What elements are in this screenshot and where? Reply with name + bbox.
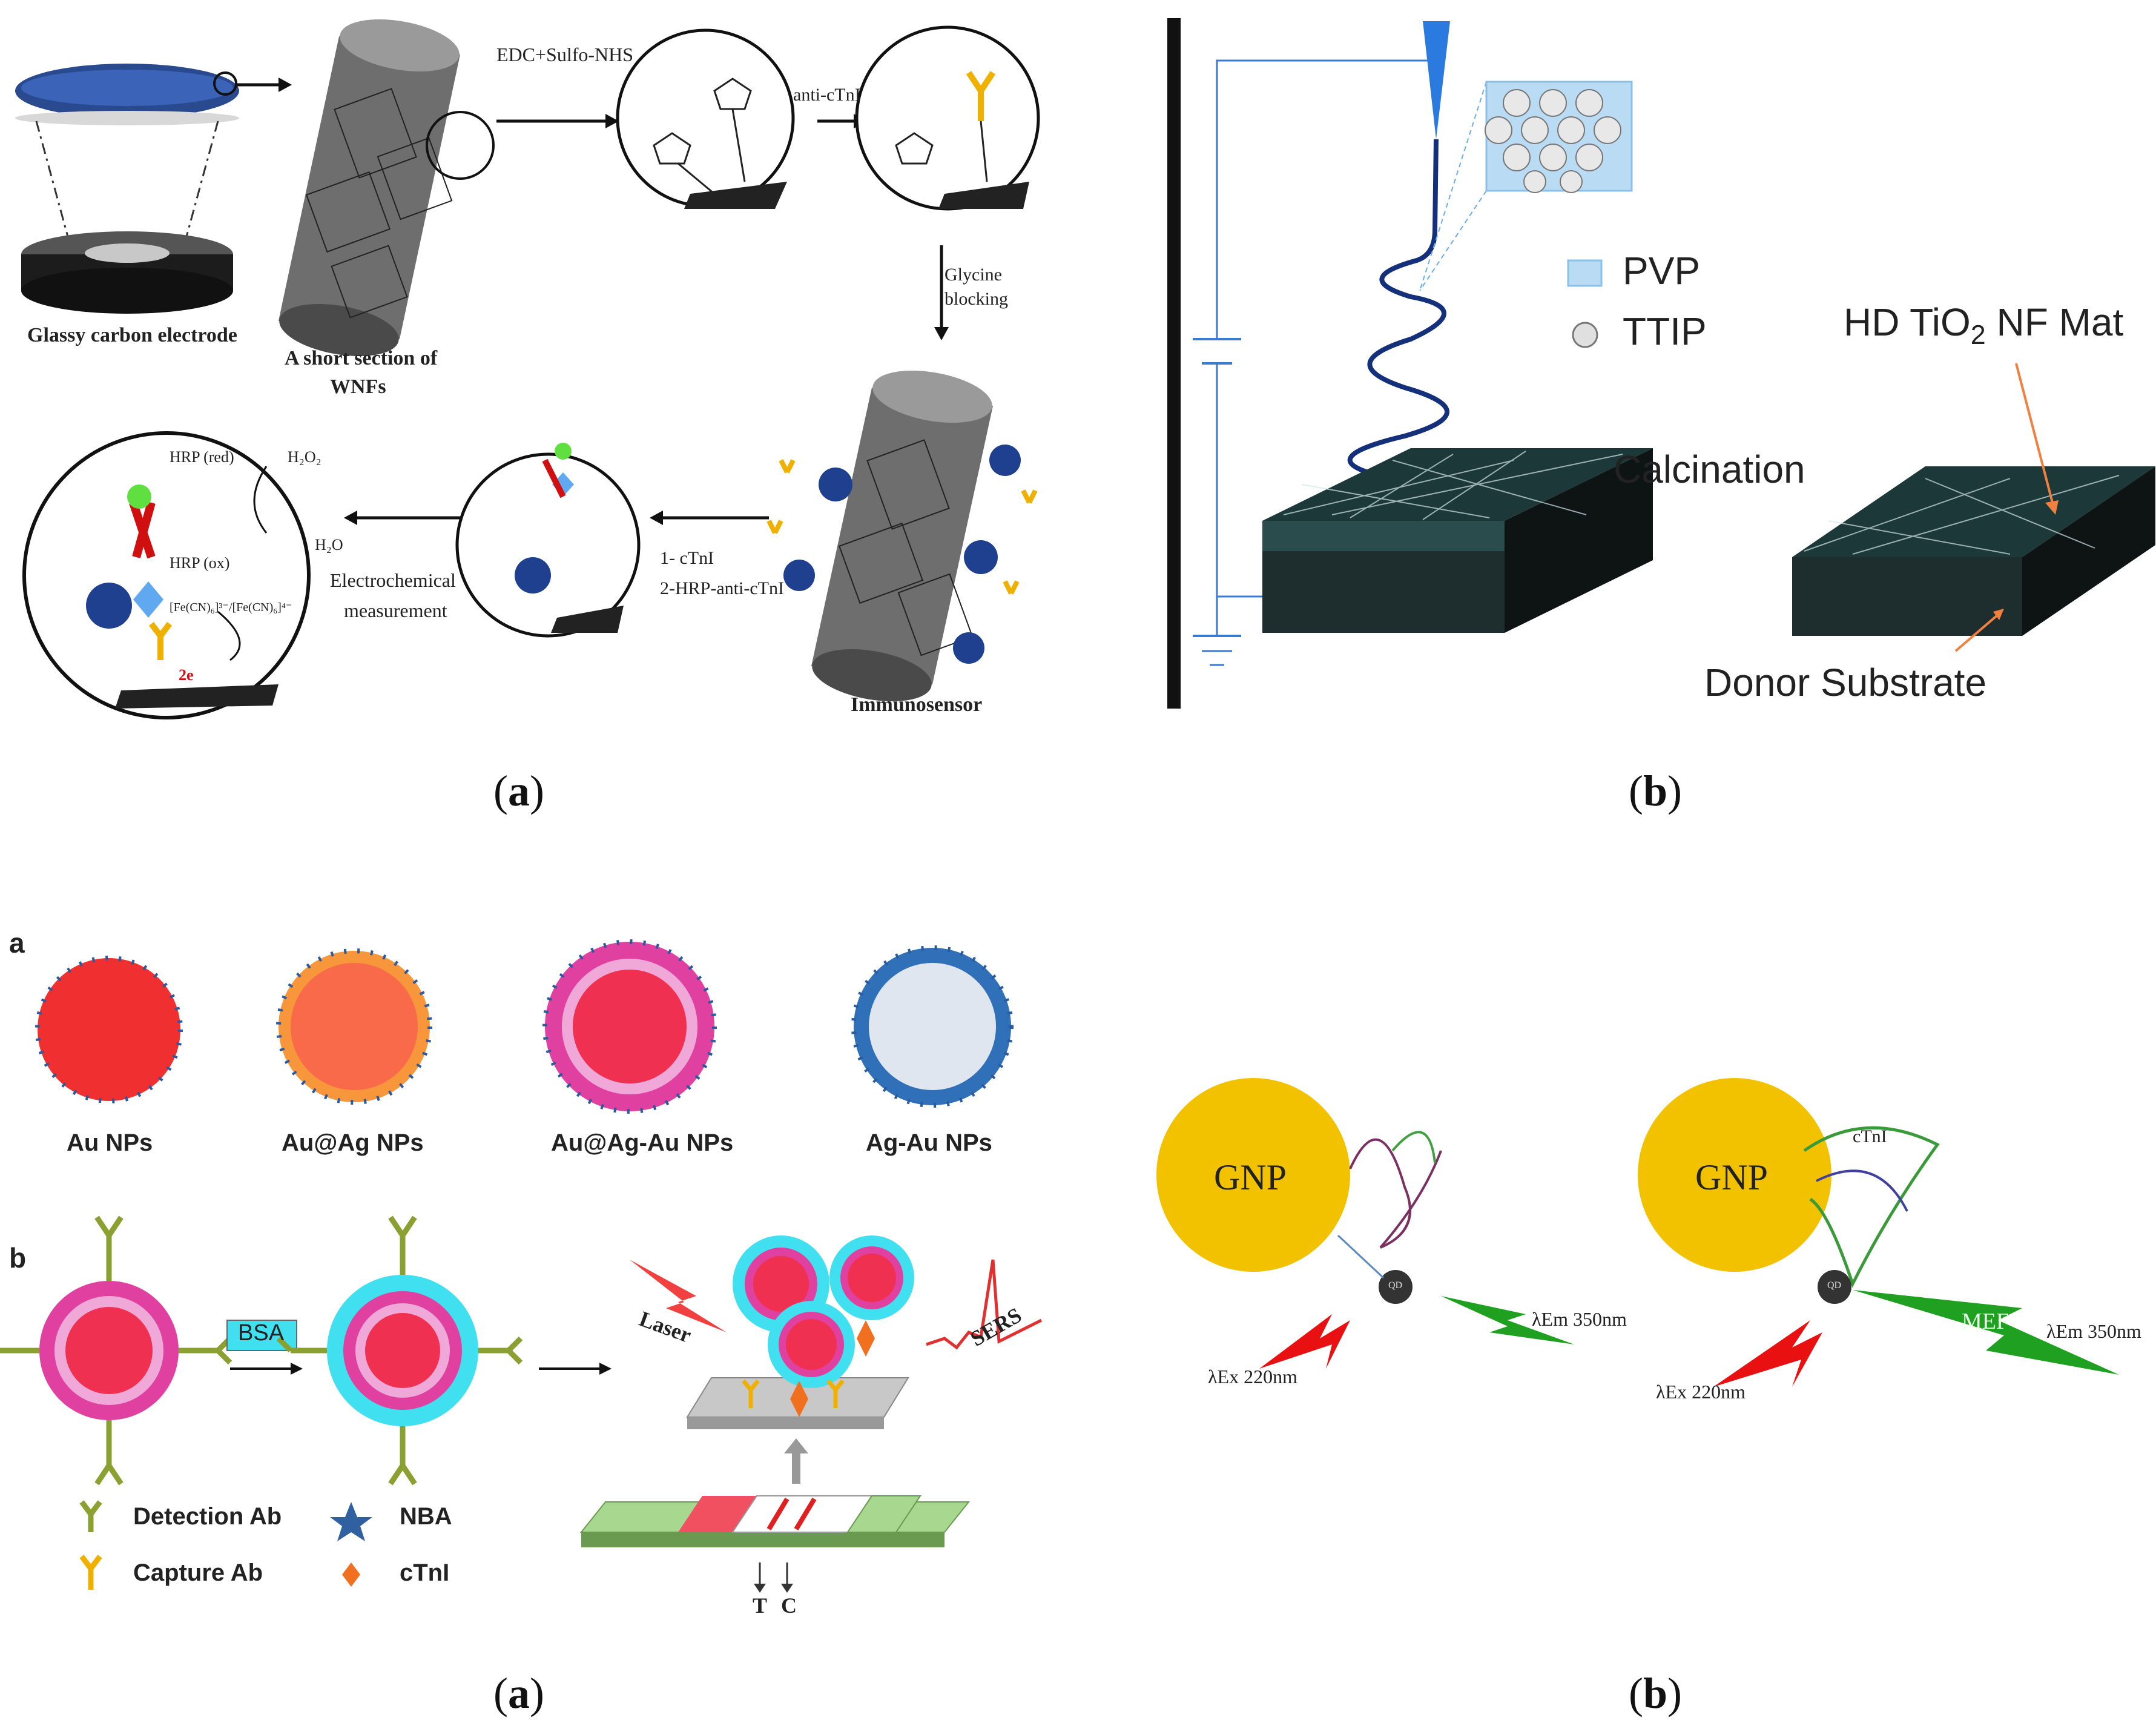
au-ag-np-label: Au@Ag NPs <box>282 1129 424 1156</box>
collector-plate <box>1167 18 1181 709</box>
gnp-left-icon <box>1156 1078 1350 1272</box>
detection-ab-legend-icon <box>79 1500 102 1532</box>
mef-label: MEF <box>1962 1309 2009 1334</box>
calcination-label: Calcination <box>1614 448 1805 491</box>
emission-right-label: λEm 350nm <box>2046 1320 2141 1342</box>
panel-bottom-b: GNP GNP QD QD λEx 220nm λEm 350nm λEx 22… <box>1150 1030 2156 1514</box>
sandwich-complex-circle <box>455 452 641 638</box>
step-2-label: 2-HRP-anti-cTnI <box>660 578 784 598</box>
antibody-immobilized-circle <box>855 25 1040 211</box>
laser-bolt-icon <box>630 1260 727 1332</box>
emission-bolt-right <box>1853 1290 2119 1375</box>
short-section-label-1: A short section of <box>285 347 438 369</box>
spinneret-icon <box>1423 21 1450 139</box>
immunosensor-label: Immunosensor <box>851 693 983 716</box>
panel-top-b: PVP TTIP HD TiO2 NF Mat Calcination Dono… <box>1150 0 2156 763</box>
ttip-label: TTIP <box>1623 309 1707 353</box>
electrochemical-label-2: measurement <box>344 600 447 621</box>
detection-mechanism-circle <box>22 431 311 719</box>
row-b-label: b <box>9 1242 27 1274</box>
strip-c-label: C <box>781 1593 797 1618</box>
emission-left-label: λEm 350nm <box>1532 1308 1627 1330</box>
nba-label: NBA <box>400 1503 452 1530</box>
h2o2-label: H₂O₂ <box>288 448 321 466</box>
pvp-label: PVP <box>1623 249 1701 293</box>
wnf-cylinder-icon <box>279 19 495 357</box>
bsa-blocked-probe-icon <box>276 1215 523 1486</box>
caption-bottom-a: (a) <box>493 1669 544 1718</box>
ctni-legend-icon <box>342 1562 360 1587</box>
pvp-legend-swatch <box>1567 259 1603 287</box>
ag-au-np-label: Ag-Au NPs <box>866 1129 992 1156</box>
h2o-label: H₂O <box>315 536 343 554</box>
emission-bolt-left <box>1441 1296 1574 1344</box>
excitation-right-label: λEx 220nm <box>1656 1381 1746 1403</box>
hrp-ox-label: HRP (ox) <box>170 554 230 572</box>
anti-ctni-label: anti-cTnI <box>793 85 861 105</box>
qd-left-label: QD <box>1388 1280 1403 1291</box>
qd-right-label: QD <box>1827 1280 1842 1291</box>
substrate-block-right <box>1792 466 2155 636</box>
qd-left-icon <box>1379 1270 1413 1304</box>
excitation-left-label: λEx 220nm <box>1208 1366 1297 1387</box>
panel-top-a: Glassy carbon electrode A short section … <box>0 0 1078 763</box>
capture-ab-legend-icon <box>79 1555 102 1590</box>
au-np-icon <box>35 956 183 1103</box>
electrochemical-immunosensor-diagram <box>15 19 1040 719</box>
aptamer-strand-left <box>1349 1138 1442 1249</box>
sers-spectrum <box>926 1259 1043 1350</box>
strip-t-label: T <box>753 1593 768 1618</box>
sers-lateral-flow-diagram <box>0 939 1043 1593</box>
glycine-label-1: Glycine <box>944 265 1002 285</box>
nba-legend-icon <box>330 1502 372 1541</box>
panel-bottom-a: a b Au NPs Au@Ag NPs Au@Ag-Au NPs Ag-Au … <box>0 896 1078 1653</box>
ferricyanide-label: [Fe(CN)₆]³⁻/[Fe(CN)₆]⁴⁻ <box>170 601 292 614</box>
substrate-block-left <box>1262 448 1653 633</box>
immunosensor-cylinder-icon <box>766 370 1038 702</box>
gnp-right-icon <box>1638 1078 1831 1272</box>
au-ag-au-np-icon <box>542 939 717 1114</box>
step-1-label: 1- cTnI <box>660 548 714 568</box>
ttip-legend-swatch <box>1572 322 1598 348</box>
glycine-label-2: blocking <box>944 289 1008 309</box>
excitation-bolt-left <box>1259 1314 1350 1369</box>
ag-au-np-icon <box>851 945 1014 1108</box>
detection-ab-label: Detection Ab <box>133 1503 282 1530</box>
lateral-flow-strip <box>579 1495 971 1593</box>
ctni-protein-icon <box>1803 1126 1940 1288</box>
mat-label: HD TiO2 NF Mat <box>1844 300 2124 350</box>
au-np-label: Au NPs <box>67 1129 153 1156</box>
detection-chip <box>686 1235 914 1429</box>
electrons-label: 2e <box>179 666 194 684</box>
fret-mef-aptasensor-diagram <box>1156 1078 2119 1387</box>
ctni-legend-label: cTnI <box>400 1559 450 1586</box>
caption-top-b: (b) <box>1629 767 1683 815</box>
glassy-carbon-electrode-label: Glassy carbon electrode <box>27 324 237 346</box>
caption-bottom-b: (b) <box>1629 1669 1683 1718</box>
gnp-right-label: GNP <box>1695 1157 1769 1197</box>
row-a-label: a <box>9 927 25 959</box>
electrochemical-label-1: Electrochemical <box>330 569 456 591</box>
glassy-carbon-electrode-icon <box>15 64 239 314</box>
gnp-left-label: GNP <box>1214 1157 1287 1197</box>
bsa-label: BSA <box>238 1320 285 1346</box>
nhs-activated-surface-circle <box>616 28 795 208</box>
au-ag-au-np-label: Au@Ag-Au NPs <box>551 1129 734 1156</box>
caption-top-a: (a) <box>493 767 544 815</box>
donor-substrate-label: Donor Substrate <box>1704 661 1987 704</box>
sers-probe-icon <box>0 1215 232 1486</box>
excitation-bolt-right <box>1713 1320 1822 1387</box>
electrospinning-diagram <box>1167 18 2155 709</box>
qd-right-icon <box>1818 1270 1851 1304</box>
ctni-protein-label: cTnI <box>1853 1126 1887 1146</box>
edc-sulfo-nhs-label: EDC+Sulfo-NHS <box>496 44 634 65</box>
short-section-label-2: WNFs <box>330 375 386 398</box>
hrp-red-label: HRP (red) <box>170 448 234 466</box>
au-ag-np-icon <box>276 948 432 1105</box>
capture-ab-label: Capture Ab <box>133 1559 263 1586</box>
